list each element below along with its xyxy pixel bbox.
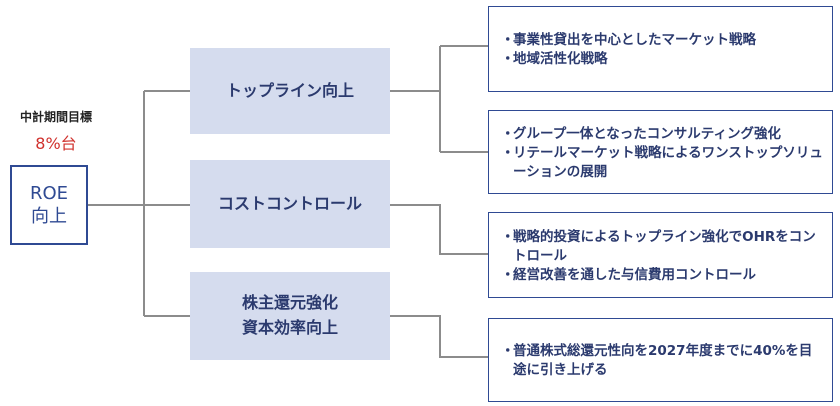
roe-goal-box: ROE 向上 bbox=[10, 165, 88, 245]
action-item: ・普通株式総還元性向を2027年度までに40%を目途に引き上げる bbox=[501, 343, 813, 378]
roe-label: ROE bbox=[29, 182, 69, 204]
goal-period-label: 中計期間目標 bbox=[19, 110, 92, 124]
roe-improve-label: 向上 bbox=[31, 206, 67, 227]
lever-label: 株主還元強化 bbox=[241, 293, 338, 313]
action-item: ・戦略的投資によるトップライン強化でOHRをコントロール bbox=[501, 228, 816, 264]
lever-topline-box: トップライン向上 bbox=[190, 48, 390, 134]
action-box-shareholder: ・普通株式総還元性向を2027年度までに40%を目途に引き上げる bbox=[488, 318, 833, 402]
lever-label: コストコントロール bbox=[217, 193, 362, 213]
lever-cost-box: コストコントロール bbox=[190, 160, 390, 248]
action-item: ・グループ一体となったコンサルティング強化 bbox=[501, 125, 781, 142]
action-box-cost: ・戦略的投資によるトップライン強化でOHRをコントロール ・経営改善を通した与信… bbox=[488, 212, 833, 298]
action-box-topline-1: ・事業性貸出を中心としたマーケット戦略 ・地域活性化戦略 bbox=[488, 6, 833, 92]
lever-label: 資本効率向上 bbox=[241, 318, 338, 337]
lever-shareholder-box: 株主還元強化 資本効率向上 bbox=[190, 272, 390, 360]
goal-target-value: 8%台 bbox=[35, 134, 77, 153]
lever-label: トップライン向上 bbox=[225, 80, 354, 100]
action-item: ・リテールマーケット戦略によるワンストップソリューションの展開 bbox=[501, 144, 823, 180]
action-box-topline-2: ・グループ一体となったコンサルティング強化 ・リテールマーケット戦略によるワンス… bbox=[488, 110, 833, 194]
action-item: ・経営改善を通した与信費用コントロール bbox=[501, 266, 756, 283]
action-item: ・事業性貸出を中心としたマーケット戦略 bbox=[501, 32, 756, 48]
action-item: ・地域活性化戦略 bbox=[501, 51, 608, 67]
